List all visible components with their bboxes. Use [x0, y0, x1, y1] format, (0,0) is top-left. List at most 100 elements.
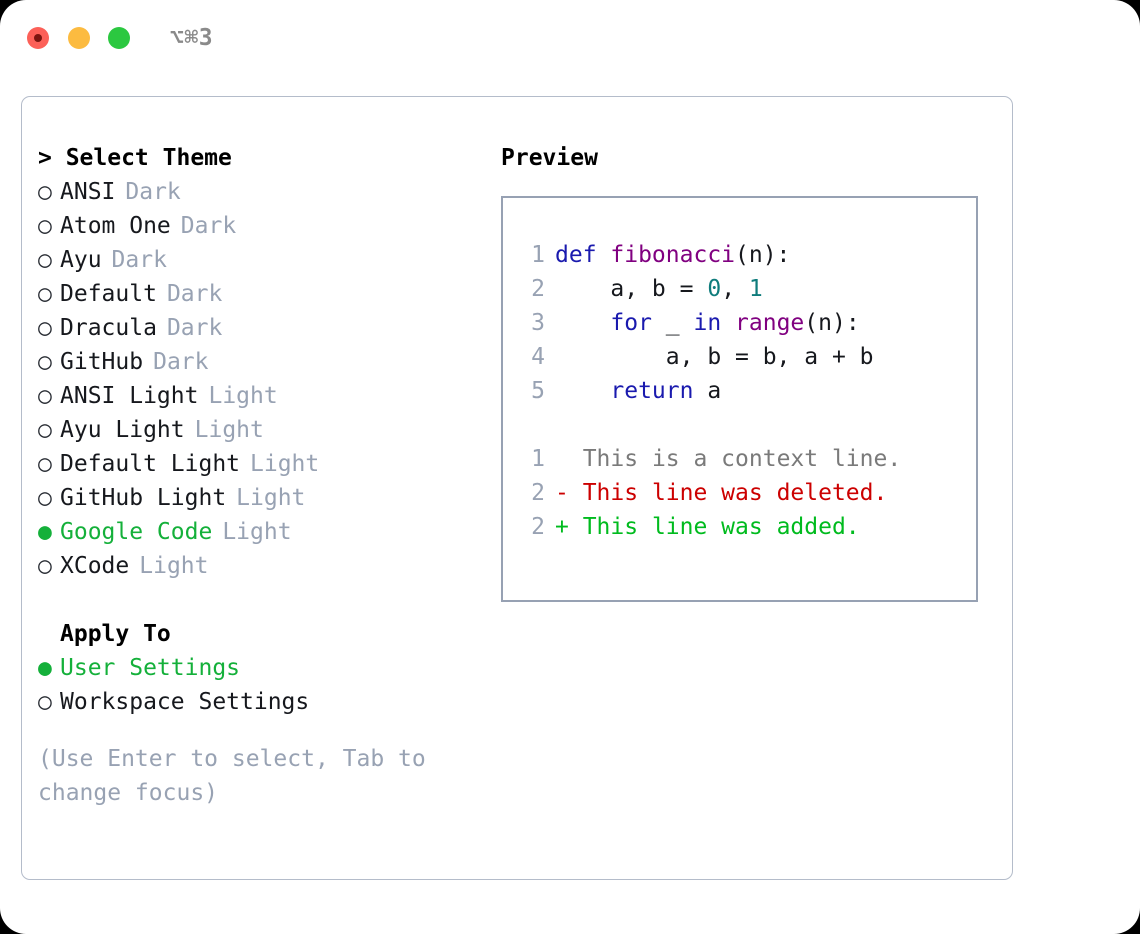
diff-line-number: 2 [531, 514, 545, 540]
diff-text: This line was added. [568, 514, 860, 540]
radio-unselected-icon[interactable]: ○ [38, 315, 52, 341]
theme-list-item[interactable]: ○ ANSI Dark [38, 175, 498, 209]
code-line-number: 1 [531, 242, 545, 268]
theme-item-variant-tag: Dark [180, 213, 237, 239]
diff-line-number: 1 [531, 446, 545, 472]
theme-list-item[interactable]: ○ GitHub Light Light [38, 481, 498, 515]
radio-unselected-icon[interactable]: ○ [38, 281, 52, 307]
radio-unselected-icon[interactable]: ○ [38, 179, 52, 205]
apply-to-list: ● User Settings ○ Workspace Settings [38, 651, 498, 719]
apply-to-item[interactable]: ● User Settings [38, 651, 498, 685]
theme-list-item[interactable]: ○ Default Dark [38, 277, 498, 311]
radio-unselected-icon[interactable]: ○ [38, 247, 52, 273]
code-token: in [693, 310, 722, 336]
theme-list-item[interactable]: ○ GitHub Dark [38, 345, 498, 379]
diff-line-number: 2 [531, 480, 545, 506]
code-token: a, b = [555, 276, 708, 302]
code-line: 1 def fibonacci(n): [503, 238, 976, 272]
radio-unselected-icon[interactable]: ○ [38, 553, 52, 579]
close-window-button[interactable] [27, 27, 49, 49]
theme-item-variant-tag: Dark [125, 179, 181, 205]
preview-title: Preview [501, 145, 598, 171]
code-token: , [721, 276, 749, 302]
theme-list-item[interactable]: ○ XCode Light [38, 549, 498, 583]
code-token: return [610, 378, 694, 404]
radio-unselected-icon[interactable]: ○ [38, 213, 52, 239]
radio-unselected-icon[interactable]: ○ [38, 383, 52, 409]
code-line: 5 return a [503, 374, 976, 408]
radio-selected-icon[interactable]: ● [38, 655, 52, 681]
theme-item-variant-tag: Dark [111, 247, 167, 273]
theme-item-label: ANSI Light [60, 383, 199, 409]
theme-item-variant-tag: Light [139, 553, 209, 579]
code-token [721, 310, 735, 336]
radio-unselected-icon[interactable]: ○ [38, 349, 52, 375]
diff-marker: + [555, 514, 569, 540]
theme-item-label: GitHub [60, 349, 144, 375]
theme-item-variant-tag: Dark [166, 281, 223, 307]
theme-list-item[interactable]: ○ Ayu Dark [38, 243, 498, 277]
theme-item-label: Google Code [60, 519, 213, 545]
code-line: 3 for _ in range(n): [503, 306, 976, 340]
theme-item-variant-tag: Light [222, 519, 292, 545]
keyboard-shortcut-label: ⌥⌘3 [170, 25, 214, 51]
code-token: for [610, 310, 652, 336]
theme-item-label: XCode [60, 553, 130, 579]
apply-to-section: Apply To ● User Settings ○ Workspace Settin… [38, 617, 498, 719]
radio-unselected-icon[interactable]: ○ [38, 485, 52, 511]
diff-text: This line was deleted. [568, 480, 888, 506]
apply-to-item[interactable]: ○ Workspace Settings [38, 685, 498, 719]
code-line: 4 a, b = b, a + b [503, 340, 976, 374]
code-token: a [693, 378, 722, 404]
code-line-number: 4 [531, 344, 545, 370]
code-token: 1 [748, 276, 763, 302]
theme-list-item[interactable]: ● Google Code Light [38, 515, 498, 549]
theme-item-label: GitHub Light [60, 485, 227, 511]
diff-line: 1 This is a context line. [503, 442, 976, 476]
diff-marker [555, 446, 569, 472]
apply-to-item-label: Workspace Settings [60, 689, 310, 715]
radio-selected-icon[interactable]: ● [38, 519, 52, 545]
maximize-window-button[interactable] [108, 27, 130, 49]
minimize-window-button[interactable] [68, 27, 90, 49]
theme-item-label: Ayu [60, 247, 102, 273]
title-bar: ⌥⌘3 [0, 0, 1140, 78]
code-token: range [735, 310, 805, 336]
code-token [555, 378, 610, 404]
code-token: fibonacci [610, 242, 736, 268]
radio-unselected-icon[interactable]: ○ [38, 689, 52, 715]
theme-item-variant-tag: Light [236, 485, 306, 511]
code-token: 0 [707, 276, 722, 302]
code-token: (n): [735, 242, 791, 268]
diff-text: This is a context line. [568, 446, 902, 472]
code-line: 2 a, b = 0, 1 [503, 272, 976, 306]
theme-item-label: Ayu Light [60, 417, 185, 443]
keyboard-hint-line-1: (Use Enter to select, Tab to [38, 746, 426, 772]
radio-unselected-icon[interactable]: ○ [38, 451, 52, 477]
keyboard-hint-line-2: change focus) [38, 780, 219, 806]
theme-item-label: Dracula [60, 315, 157, 341]
apply-to-item-label: User Settings [60, 655, 241, 681]
code-line-number: 5 [531, 378, 545, 404]
diff-line: 2- This line was deleted. [503, 476, 976, 510]
theme-item-label: Default Light [60, 451, 241, 477]
theme-item-label: ANSI [60, 179, 116, 205]
code-token: def [555, 242, 611, 268]
theme-item-variant-tag: Dark [153, 349, 209, 375]
apply-to-header: Apply To [60, 621, 171, 647]
theme-item-label: Default [60, 281, 157, 307]
code-line-number: 2 [531, 276, 545, 302]
theme-panel-header: > Select Theme [38, 145, 232, 171]
radio-unselected-icon[interactable]: ○ [38, 417, 52, 443]
